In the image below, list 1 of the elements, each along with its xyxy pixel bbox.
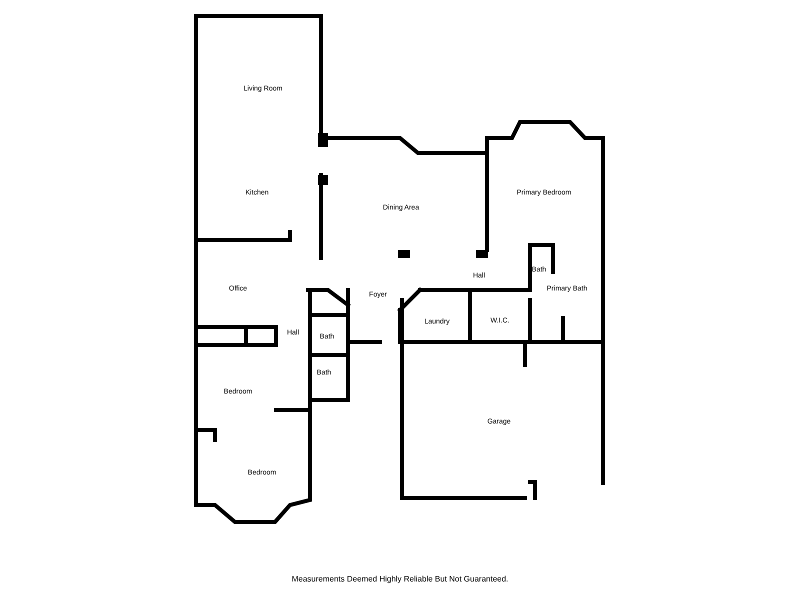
caption: Measurements Deemed Highly Reliable But Not Guaranteed.	[292, 574, 508, 584]
